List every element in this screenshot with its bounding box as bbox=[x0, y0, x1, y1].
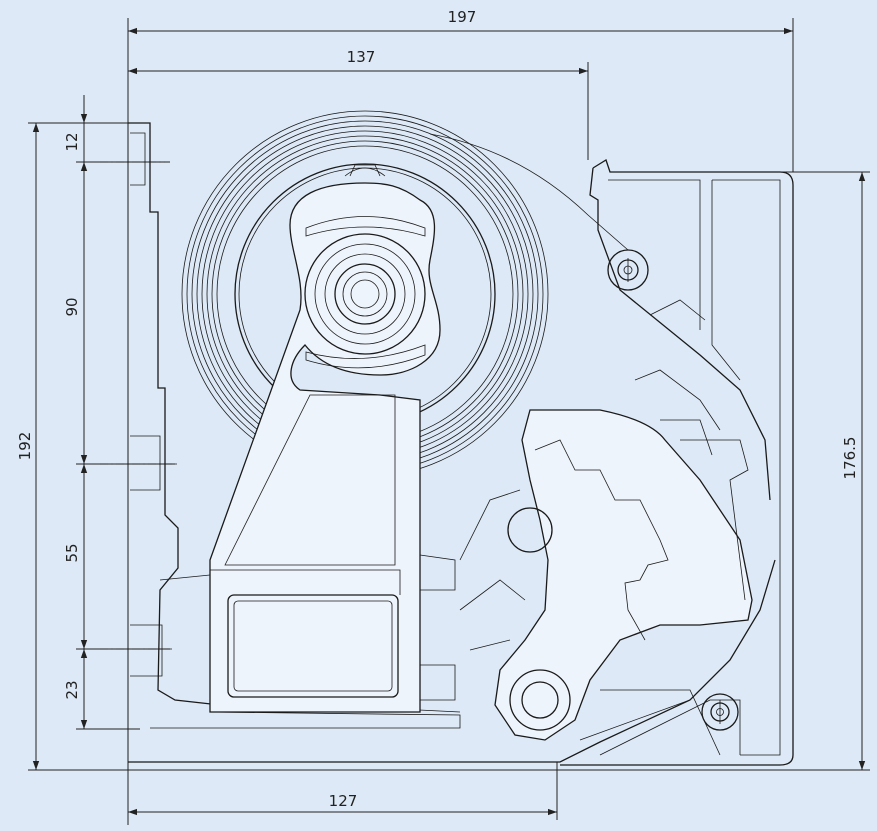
hub bbox=[304, 233, 426, 355]
dim-label-segment-bottom: 23 bbox=[63, 680, 81, 699]
screw-bottom-right bbox=[701, 693, 739, 731]
dim-label-segment-top: 12 bbox=[63, 132, 81, 151]
dim-label-overall-width: 197 bbox=[448, 8, 477, 26]
dim-label-right-height: 176.5 bbox=[841, 437, 859, 480]
screw-top-right bbox=[607, 249, 649, 291]
housing-left-wall bbox=[127, 122, 221, 770]
dim-label-base-width: 127 bbox=[329, 792, 358, 810]
bracket-arm bbox=[209, 164, 441, 713]
dimension-lines bbox=[28, 18, 870, 825]
lower-block bbox=[159, 554, 456, 701]
lever-mechanism bbox=[459, 299, 753, 741]
dim-label-segment-middle: 55 bbox=[63, 543, 81, 562]
dim-label-upper-width: 137 bbox=[347, 48, 376, 66]
dim-label-overall-height: 192 bbox=[16, 432, 34, 461]
right-profile bbox=[560, 159, 794, 766]
dim-label-segment-upper: 90 bbox=[63, 297, 81, 316]
left-center-marks bbox=[100, 161, 178, 650]
